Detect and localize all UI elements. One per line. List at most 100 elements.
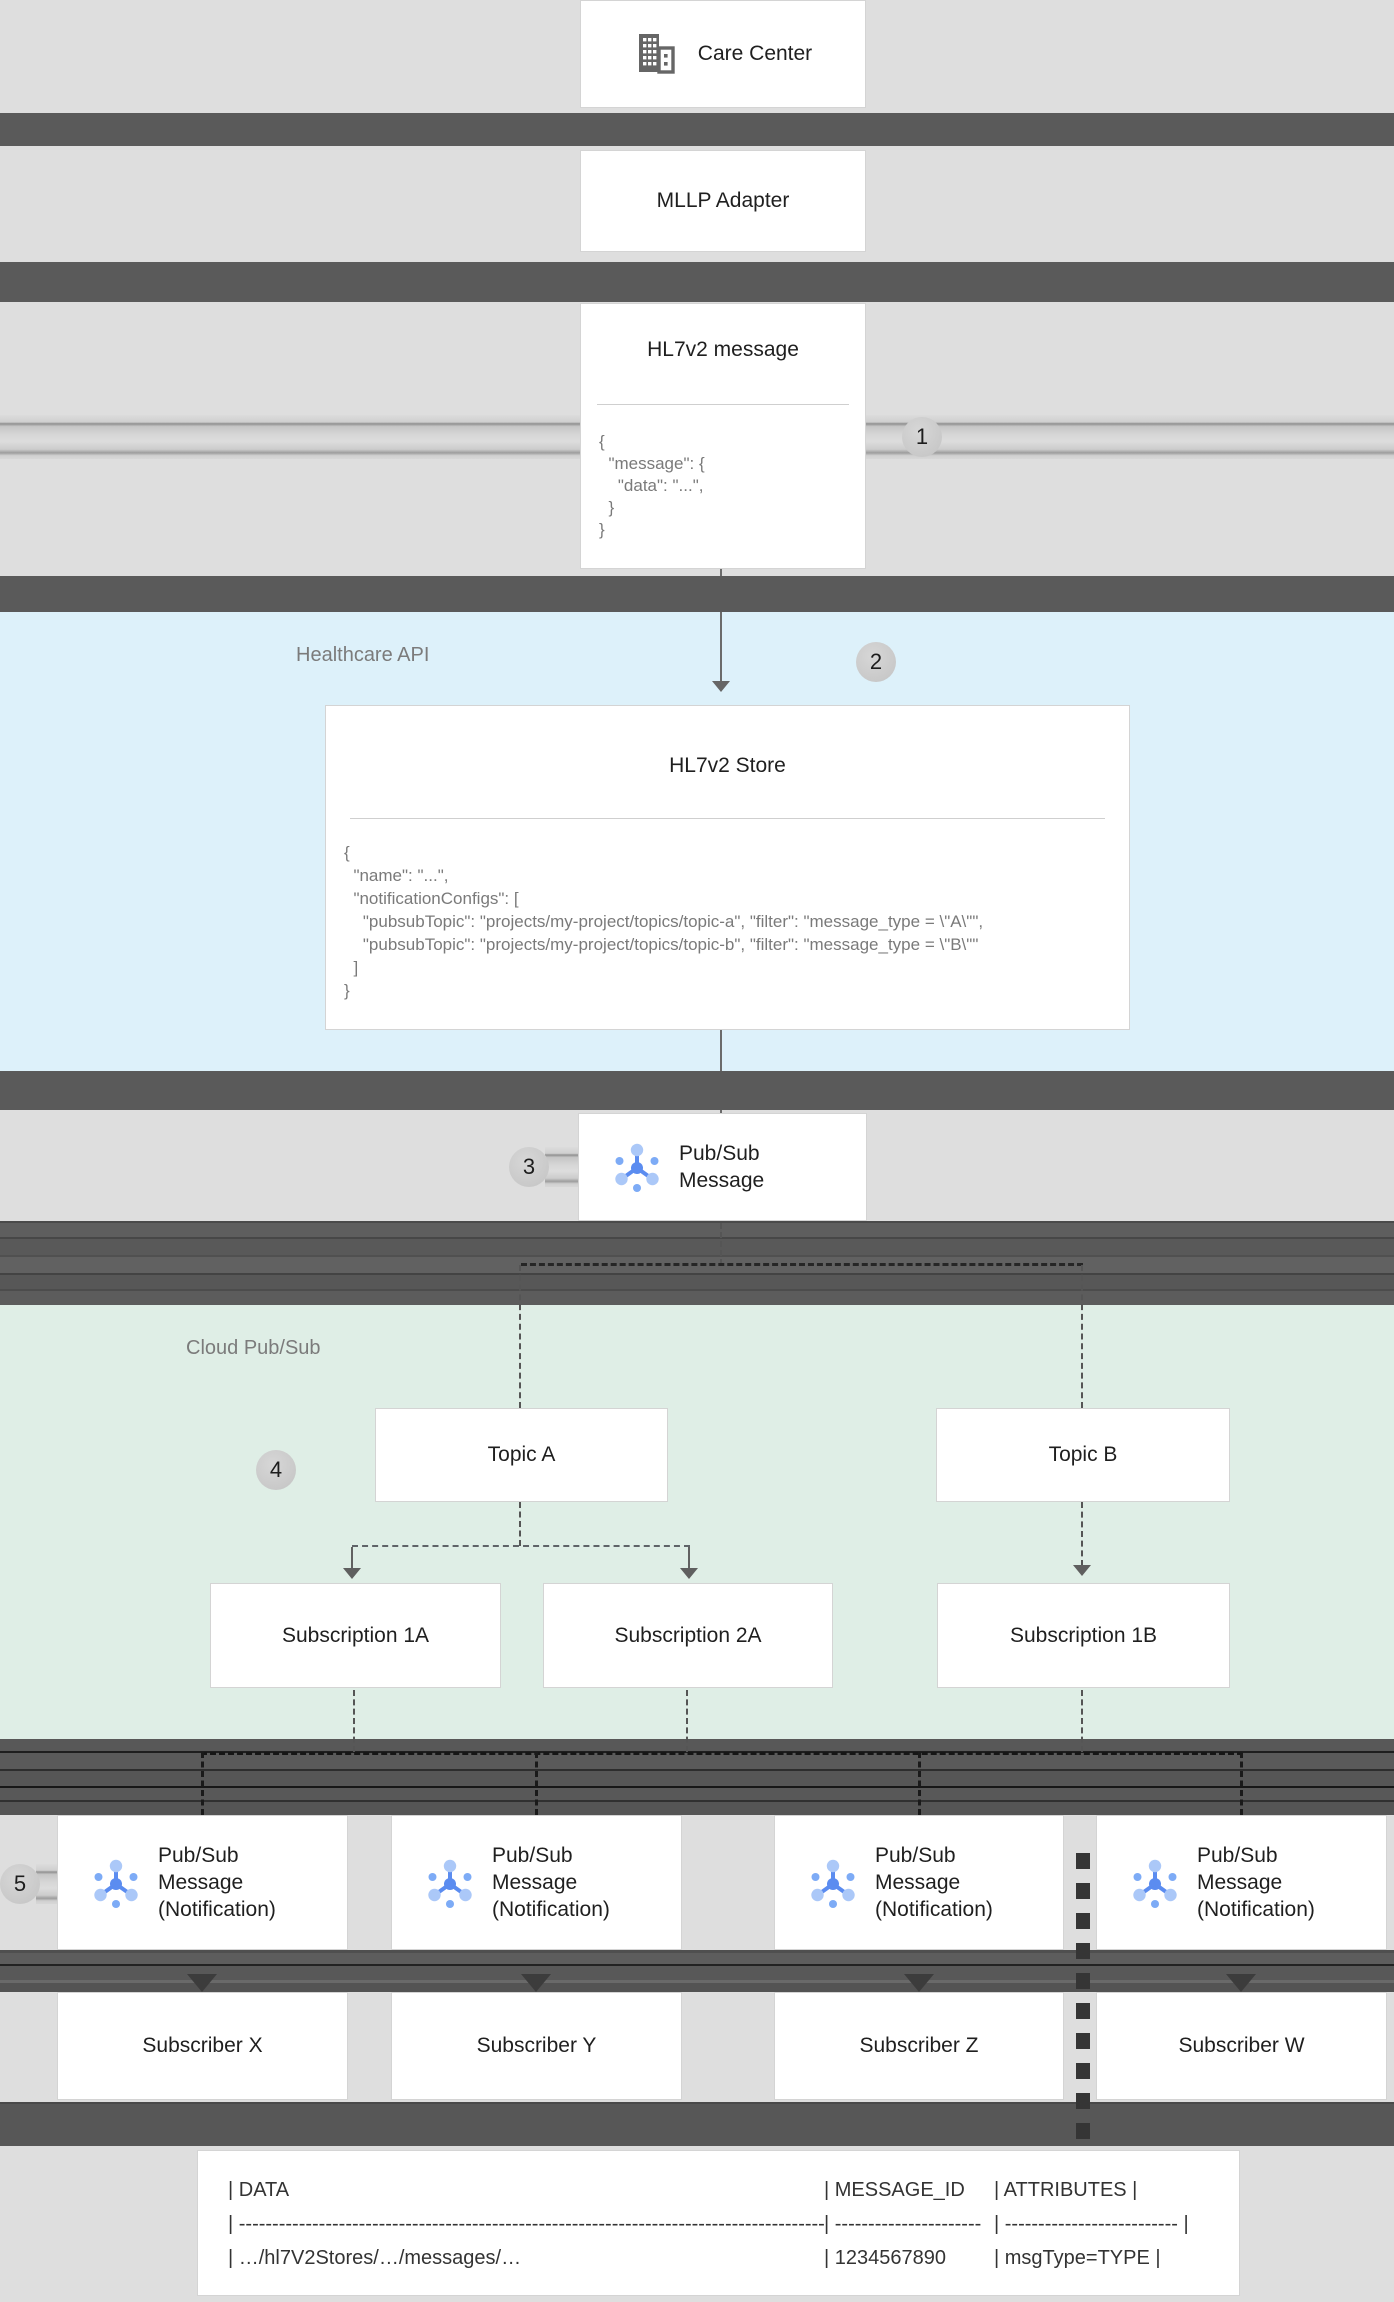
node-subscription-1b: Subscription 1B <box>937 1583 1230 1688</box>
table-value-row: | …/hl7V2Stores/…/messages/… | 123456789… <box>228 2241 1209 2275</box>
dashed-subscription-1b-down <box>1081 1690 1083 1752</box>
table-header-data: | DATA <box>228 2179 290 2201</box>
hl7v2-message-code: { "message": { "data": "...", } } <box>599 432 705 539</box>
topic-b-label: Topic B <box>1048 1443 1118 1466</box>
arrowhead-subscription-1b <box>1073 1565 1091 1576</box>
node-subscription-2a: Subscription 2A <box>543 1583 833 1688</box>
node-subscriber-x: Subscriber X <box>57 1992 348 2100</box>
node-subscriber-w: Subscriber W <box>1096 1992 1387 2100</box>
dashed-into-topic-a <box>519 1265 521 1408</box>
dashed-topic-b-down <box>1081 1502 1083 1566</box>
dashed-into-notification-1 <box>201 1752 204 1815</box>
node-pubsub-message: Pub/Sub Message <box>578 1113 867 1221</box>
stripe-7 <box>0 1950 1394 1992</box>
dashed-topic-a-down <box>519 1502 521 1546</box>
stripe-8 <box>0 2102 1394 2146</box>
pubsub-icon <box>94 1859 138 1908</box>
dashed-subscription-2a-down <box>686 1690 688 1752</box>
step-badge-4: 4 <box>256 1450 296 1490</box>
hl7v2-store-code: { "name": "...", "notificationConfigs": … <box>344 843 984 1000</box>
dashed-into-notification-2 <box>535 1752 538 1815</box>
arrowhead-subscription-1a <box>343 1568 361 1579</box>
table-header-row: | DATA | MESSAGE_ID | ATTRIBUTES | <box>228 2173 1209 2207</box>
message-table: | DATA | MESSAGE_ID | ATTRIBUTES | | ---… <box>197 2150 1240 2296</box>
connector-pipe-step5 <box>36 1864 57 1904</box>
dashed-pubsub-down <box>720 1223 722 1265</box>
step-badge-3: 3 <box>509 1147 549 1187</box>
hl7v2-store-title: HL7v2 Store <box>669 754 786 777</box>
dashed-branch-to-topics <box>521 1263 1083 1266</box>
notification-label: Pub/Sub Message (Notification) <box>875 1844 993 1921</box>
table-divider-row: | --------------------------------------… <box>228 2207 1209 2241</box>
dashed-into-notification-4 <box>1240 1752 1243 1815</box>
arrowhead-into-store <box>712 681 730 692</box>
table-value-message-id: | 1234567890 <box>824 2247 946 2269</box>
node-subscriber-y: Subscriber Y <box>391 1992 682 2100</box>
arrowhead-into-subscriber-w <box>1226 1974 1256 1992</box>
stripe-6 <box>0 1739 1394 1815</box>
table-divider-data: | --------------------------------------… <box>228 2213 824 2235</box>
node-hl7v2-message: HL7v2 message { "message": { "data": "..… <box>580 303 866 569</box>
node-topic-b: Topic B <box>936 1408 1230 1502</box>
table-value-data: | …/hl7V2Stores/…/messages/… <box>228 2247 522 2269</box>
healthcare-api-label: Healthcare API <box>296 644 430 666</box>
step-badge-5: 5 <box>0 1864 40 1904</box>
subscriber-y-label: Subscriber Y <box>476 2034 597 2057</box>
node-hl7v2-store: HL7v2 Store { "name": "...", "notificati… <box>325 705 1130 1030</box>
dashed-subscription-1a-down <box>353 1690 355 1752</box>
node-notification-2: Pub/Sub Message (Notification) <box>391 1815 682 1950</box>
stripe-1 <box>0 113 1394 146</box>
topic-a-label: Topic A <box>487 1443 556 1466</box>
node-subscription-1a: Subscription 1A <box>210 1583 501 1688</box>
step-badge-2: 2 <box>856 642 896 682</box>
connector-pipe-left <box>0 415 580 459</box>
stripe-3 <box>0 576 1394 612</box>
arrowhead-into-subscriber-y <box>521 1974 551 1992</box>
line-message-to-store <box>720 569 722 681</box>
line-into-subscription-1a <box>351 1547 353 1569</box>
node-notification-3: Pub/Sub Message (Notification) <box>774 1815 1064 1950</box>
connector-pipe-right <box>866 415 1394 459</box>
step-badge-1: 1 <box>902 417 942 457</box>
subscriber-z-label: Subscriber Z <box>859 2034 979 2057</box>
line-into-subscription-2a <box>688 1547 690 1569</box>
subscriber-w-label: Subscriber W <box>1178 2034 1305 2057</box>
mllp-adapter-label: MLLP Adapter <box>656 189 790 212</box>
node-notification-1: Pub/Sub Message (Notification) <box>57 1815 348 1950</box>
stripe-4 <box>0 1071 1394 1110</box>
node-mllp-adapter: MLLP Adapter <box>580 150 866 252</box>
notification-label: Pub/Sub Message (Notification) <box>158 1844 276 1921</box>
arrowhead-into-subscriber-z <box>904 1974 934 1992</box>
dashed-into-notification-3 <box>918 1752 921 1815</box>
cloud-pubsub-label: Cloud Pub/Sub <box>186 1337 321 1359</box>
table-divider-attributes: | -------------------------- | <box>994 2213 1189 2235</box>
node-subscriber-z: Subscriber Z <box>774 1992 1064 2100</box>
subscriber-x-label: Subscriber X <box>142 2034 263 2057</box>
pubsub-message-label: Pub/Sub Message <box>679 1142 765 1192</box>
dashed-branch-to-notifications <box>201 1752 1243 1755</box>
arrowhead-subscription-2a <box>680 1568 698 1579</box>
notification-label: Pub/Sub Message (Notification) <box>1197 1844 1315 1921</box>
dashed-line-to-table <box>1076 1853 1090 2150</box>
subscription-2a-label: Subscription 2A <box>614 1623 762 1647</box>
table-header-message-id: | MESSAGE_ID <box>824 2179 965 2201</box>
subscription-1b-label: Subscription 1B <box>1009 1623 1158 1647</box>
table-divider-message-id: | ---------------------- <box>824 2213 982 2235</box>
dashed-split-topic-a <box>352 1545 690 1547</box>
subscription-1a-label: Subscription 1A <box>281 1623 430 1647</box>
table-header-attributes: | ATTRIBUTES | <box>994 2179 1138 2201</box>
node-notification-4: Pub/Sub Message (Notification) <box>1096 1815 1387 1950</box>
table-value-attributes: | msgType=TYPE | <box>994 2247 1161 2269</box>
pubsub-icon <box>1133 1859 1177 1908</box>
arrowhead-into-subscriber-x <box>187 1974 217 1992</box>
stripe-2 <box>0 262 1394 302</box>
divider <box>350 818 1105 819</box>
node-topic-a: Topic A <box>375 1408 668 1502</box>
pubsub-icon <box>811 1859 855 1908</box>
pubsub-icon <box>615 1143 659 1192</box>
care-center-label: Care Center <box>697 42 813 65</box>
connector-pipe-step3 <box>545 1147 578 1187</box>
hl7v2-message-title: HL7v2 message <box>647 338 799 361</box>
node-care-center: Care Center <box>580 0 866 108</box>
